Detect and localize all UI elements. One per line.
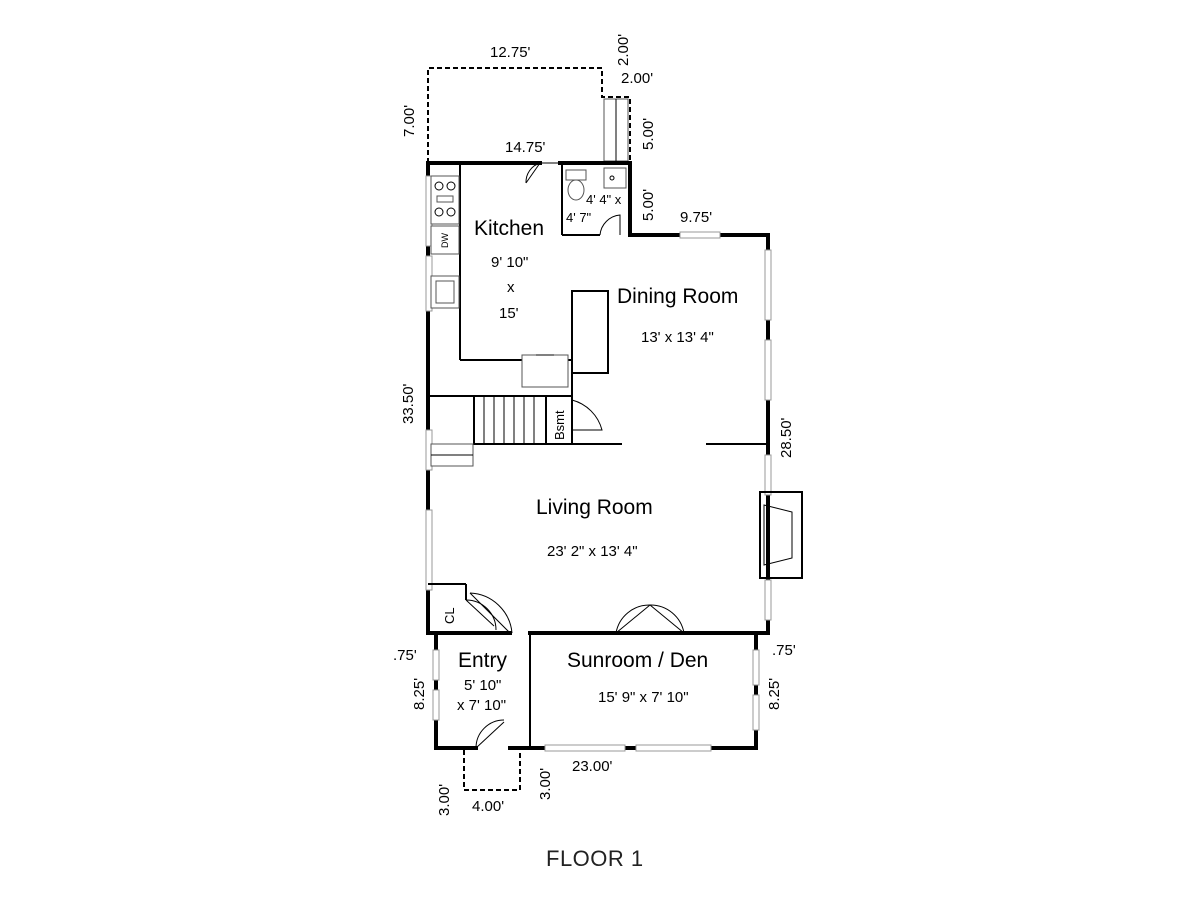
kitchen-sink-counter xyxy=(521,354,569,388)
dim-entry-offset: .75' xyxy=(393,647,417,664)
entry-dim-1: 5' 10" xyxy=(464,677,501,694)
stairs-icon xyxy=(473,395,547,445)
dim-top-step-2: 2.00' xyxy=(621,70,653,87)
entry-dim-2: x 7' 10" xyxy=(457,697,506,714)
fireplace-icon xyxy=(759,491,803,579)
dim-sun-offset: .75' xyxy=(772,642,796,659)
dim-porch-width: 4.00' xyxy=(472,798,504,815)
dining-dim: 13' x 13' 4" xyxy=(641,329,714,346)
kitchen-island xyxy=(571,290,609,374)
dim-kitchen-top: 14.75' xyxy=(505,139,546,156)
dim-top-step: 2.00' xyxy=(615,34,632,66)
bath-dim-2: 4' 7" xyxy=(566,210,592,225)
entry-label: Entry xyxy=(458,649,508,672)
dim-top-deck: 12.75' xyxy=(490,44,531,61)
dim-deck-height: 7.00' xyxy=(401,105,418,137)
kitchen-dim-1: 9' 10" xyxy=(491,254,528,271)
kitchen-counter xyxy=(430,175,460,225)
sunroom-dim: 15' 9" x 7' 10" xyxy=(598,689,689,706)
dim-left-side: 33.50' xyxy=(400,383,417,424)
dim-entry-height: 8.25' xyxy=(411,678,428,710)
kitchen-dim-3: 15' xyxy=(499,305,519,322)
dim-dining-top: 9.75' xyxy=(680,209,712,226)
dim-sun-height: 8.25' xyxy=(766,678,783,710)
dim-bath-offset: 5.00' xyxy=(640,189,657,221)
dining-label: Dining Room xyxy=(617,285,738,308)
dim-porch-left: 3.00' xyxy=(436,784,453,816)
dishwasher-label: DW xyxy=(440,233,450,248)
dim-right-side: 28.50' xyxy=(778,417,795,458)
half-bath xyxy=(561,163,627,236)
bath-dim-1: 4' 4" x xyxy=(586,192,622,207)
floor-title: FLOOR 1 xyxy=(546,846,644,871)
sunroom-label: Sunroom / Den xyxy=(567,649,708,672)
windows xyxy=(425,175,772,621)
sunroom-windows xyxy=(432,649,760,752)
kitchen-dim-2: x xyxy=(507,279,515,296)
closet xyxy=(428,583,497,631)
basement-label: Bsmt xyxy=(552,410,567,440)
living-label: Living Room xyxy=(536,496,653,519)
living-dim: 23' 2" x 13' 4" xyxy=(547,543,638,560)
closet-label: CL xyxy=(442,607,457,624)
dim-step-height: 5.00' xyxy=(640,118,657,150)
toilet-icon xyxy=(565,169,587,201)
door-swing-icon xyxy=(525,162,560,184)
sink-icon xyxy=(430,275,460,309)
top-deck-outline xyxy=(427,67,631,163)
kitchen-label: Kitchen xyxy=(474,217,544,240)
porch-outline xyxy=(463,750,521,791)
dim-porch-right: 3.00' xyxy=(537,768,554,800)
double-door xyxy=(615,604,685,634)
dishwasher xyxy=(430,225,460,255)
dim-bottom-width: 23.00' xyxy=(572,758,613,775)
